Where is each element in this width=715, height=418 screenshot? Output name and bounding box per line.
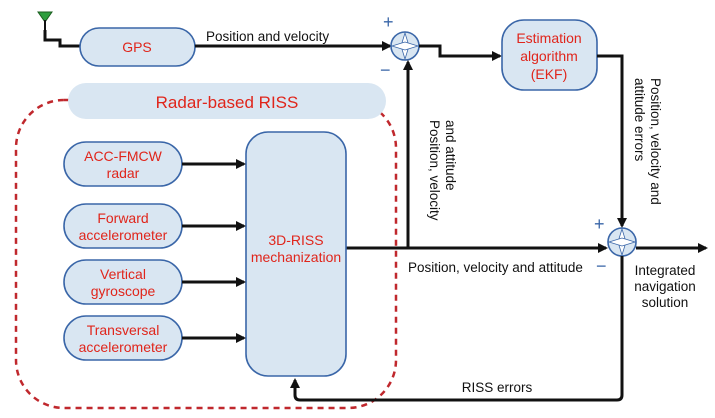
integrated-label-1: Integrated — [635, 263, 696, 278]
transversal-acc-label-1: Transversal — [87, 322, 160, 338]
vertical-gyro-label-2: gyroscope — [91, 283, 156, 299]
estimation-label-2: algorithm — [520, 48, 578, 64]
ekf-to-sum2-arrow — [597, 54, 627, 228]
integrated-label-3: solution — [642, 295, 689, 310]
estimation-label-3: (EKF) — [531, 66, 568, 82]
riss-title: Radar-based RISS — [156, 93, 299, 112]
sum2-plus-sign: + — [594, 214, 605, 234]
mechanization-label-1: 3D-RISS — [268, 232, 323, 248]
summing-junction-icon — [390, 31, 420, 61]
riss-output-label: Position, velocity and attitude — [408, 260, 583, 275]
gps-output-label: Position and velocity — [206, 29, 329, 44]
mechanization-label-2: mechanization — [251, 249, 341, 265]
sum1-minus-sign: − — [380, 60, 391, 80]
estimation-label-1: Estimation — [516, 30, 581, 46]
radar-label-1: ACC-FMCW — [84, 148, 163, 164]
riss-dashed-border — [14, 98, 398, 410]
sum2-minus-sign: − — [596, 256, 607, 276]
forward-acc-label-2: accelerometer — [79, 227, 168, 243]
riss-errors-arrow — [290, 256, 624, 402]
sum-to-ekf-arrow — [419, 44, 502, 61]
ekf-output-label-2: attitude errors — [632, 78, 647, 162]
riss-errors-label: RISS errors — [462, 380, 533, 395]
radar-label-2: radar — [107, 165, 140, 181]
riss-up-label-1: Position, velocity — [427, 120, 442, 221]
antenna-wire — [43, 30, 80, 48]
riss-title-bar — [68, 83, 386, 119]
mechanization-block — [245, 131, 347, 377]
vertical-gyro-label-1: Vertical — [100, 266, 146, 282]
ekf-output-label-1: Position, velocity and — [648, 78, 663, 205]
gps-antenna-icon — [37, 11, 53, 30]
riss-up-label-2: and attitude — [443, 120, 458, 191]
transversal-acc-label-2: accelerometer — [79, 339, 168, 355]
summing-junction-icon — [607, 227, 637, 257]
sum1-plus-sign: + — [383, 12, 394, 32]
integrated-label-2: navigation — [634, 279, 696, 294]
forward-acc-label-1: Forward — [97, 210, 148, 226]
gps-label: GPS — [122, 39, 152, 55]
